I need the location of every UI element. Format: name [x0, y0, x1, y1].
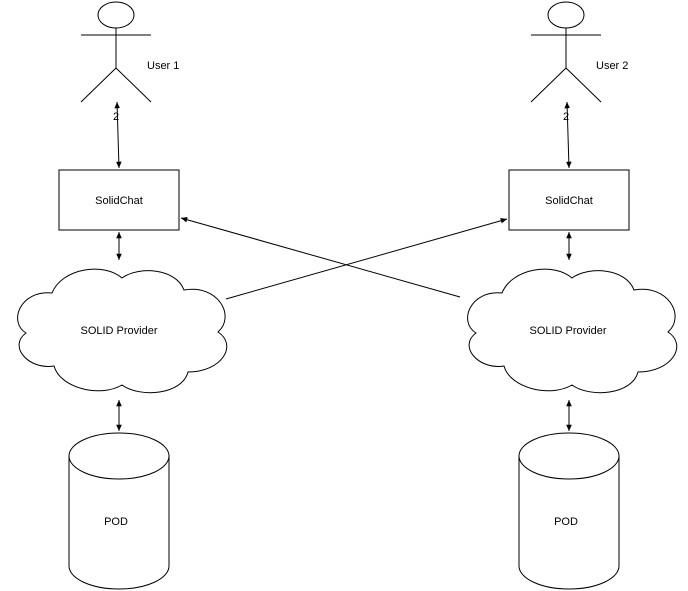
user-1-label: User 1	[147, 60, 179, 72]
user-1-actor[interactable]	[80, 1, 152, 103]
pod-cylinder-right[interactable]: POD	[518, 432, 620, 590]
user-2-label: User 2	[596, 60, 628, 72]
solid-provider-cloud-left[interactable]: SOLID Provider	[17, 268, 228, 394]
solidchat-box-right[interactable]: SolidChat	[508, 169, 630, 231]
provider-right-to-solidchat-left-arrow	[180, 217, 461, 298]
solidchat-box-left[interactable]: SolidChat	[58, 169, 180, 231]
solid-provider-label-left: SOLID Provider	[80, 325, 157, 337]
pod-cylinder-left[interactable]: POD	[68, 432, 170, 590]
solidchat-label-left: SolidChat	[95, 195, 143, 207]
user-1-to-solidchat-arrow	[114, 101, 122, 169]
pod-label-left: POD	[104, 516, 128, 528]
user-1-connector-label: 2	[113, 111, 119, 123]
provider-left-to-solidchat-right-arrow	[225, 218, 508, 300]
pod-label-right: POD	[554, 516, 578, 528]
user-2-actor[interactable]	[530, 1, 602, 103]
solid-provider-cloud-right[interactable]: SOLID Provider	[467, 268, 678, 394]
solidchat-label-right: SolidChat	[545, 195, 593, 207]
user-2-to-solidchat-arrow	[564, 101, 572, 169]
user-2-connector-label: 2	[563, 111, 569, 123]
solid-provider-label-right: SOLID Provider	[529, 325, 606, 337]
